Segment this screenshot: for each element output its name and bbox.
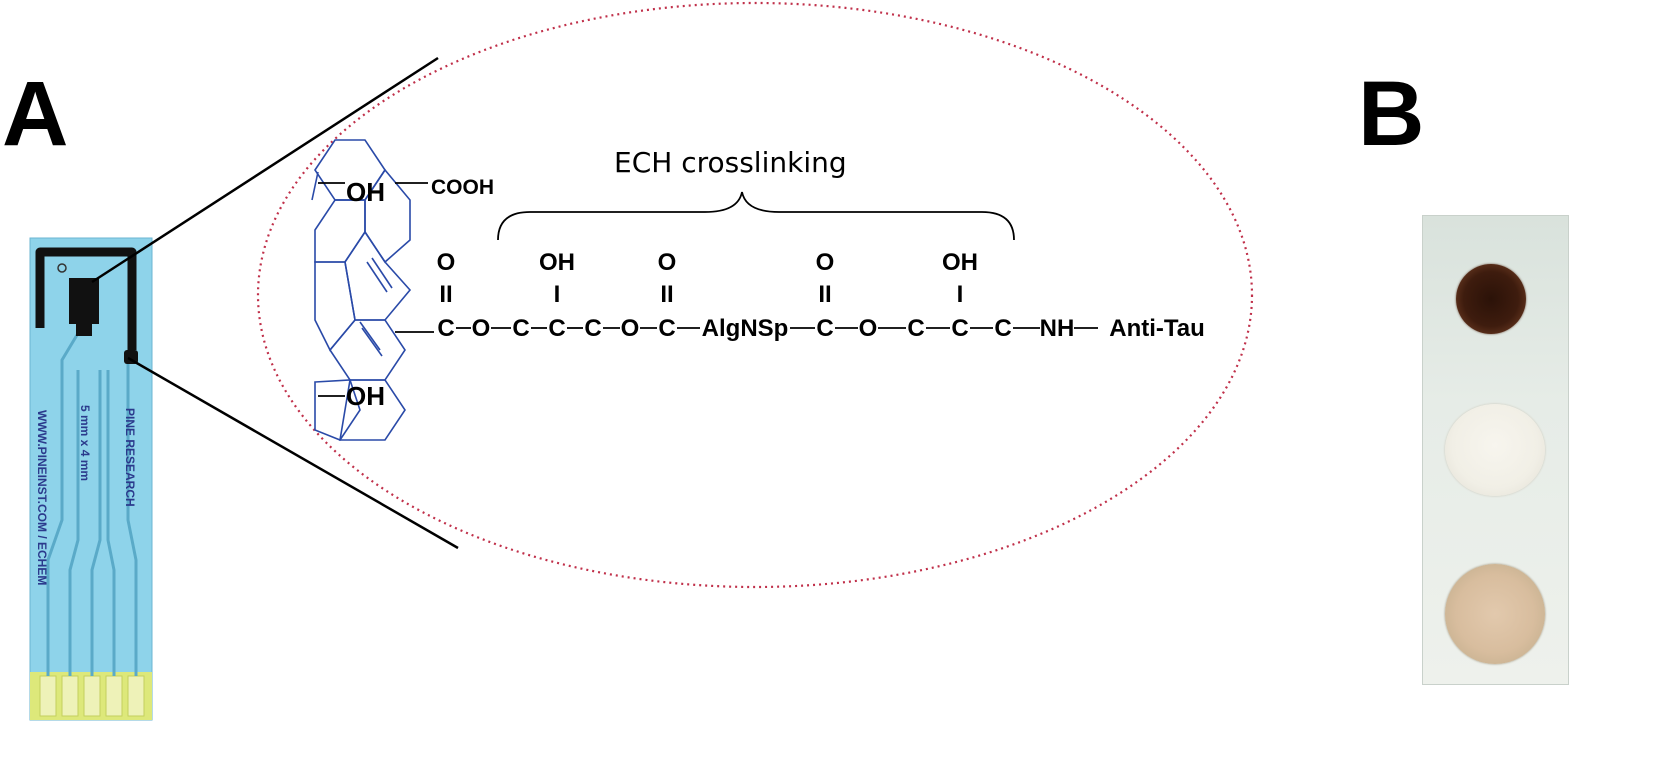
zoom-line-bottom (127, 356, 459, 550)
chain-atom-9: O (859, 315, 878, 342)
chain-atom-5: O (621, 315, 640, 342)
chain-atom-0: C (437, 315, 454, 342)
crosslink-bracket (497, 191, 1015, 241)
chain-bond-mark-11: I (957, 281, 964, 308)
chain-atom-14: Anti-Tau (1109, 315, 1205, 342)
chain-substituent-3: OH (539, 249, 575, 276)
chain-atom-7: AlgNSp (702, 315, 789, 342)
photo-panel-b (1422, 215, 1569, 685)
carboxyl-group: COOH (431, 176, 494, 199)
chain-atom-10: C (907, 315, 924, 342)
disc-clear (1445, 404, 1545, 496)
chain-atom-3: C (548, 315, 565, 342)
chain-atom-4: C (584, 315, 601, 342)
chain-substituent-6: O (658, 249, 677, 276)
zoom-ellipse (256, 1, 1254, 589)
chain-atom-6: C (658, 315, 675, 342)
crosslink-label: ECH crosslinking (614, 146, 847, 179)
chain-substituent-11: OH (942, 249, 978, 276)
chain-bond-mark-8: II (818, 281, 831, 308)
working-electrode (69, 278, 99, 324)
chain-atom-2: C (512, 315, 529, 342)
chain-atom-1: O (472, 315, 491, 342)
strip-text-website: WWW.PINEINST.COM / ECHEM (35, 410, 49, 585)
chain-bond-mark-6: II (660, 281, 673, 308)
counter-electrode (35, 247, 137, 350)
chain-atom-8: C (816, 315, 833, 342)
panel-label-b: B (1358, 63, 1424, 165)
hydroxyl-top: OH (346, 177, 385, 207)
chain-atom-11: C (951, 315, 968, 342)
chain-atom-12: C (994, 315, 1011, 342)
electrode-contact-pads (39, 675, 145, 717)
chain-substituent-8: O (816, 249, 835, 276)
electrode-traces (46, 329, 138, 676)
chain-bond-mark-0: II (439, 281, 452, 308)
chain-bond-mark-3: I (554, 281, 561, 308)
strip-text-brand: PINE RESEARCH (123, 408, 137, 507)
chain-substituent-0: O (437, 249, 456, 276)
panel-label-a: A (2, 63, 68, 165)
hydroxyl-bottom: OH (346, 381, 385, 411)
chain-atom-13: NH (1040, 315, 1075, 342)
screen-printed-electrode: WWW.PINEINST.COM / ECHEM 5 mm x 4 mm PIN… (29, 237, 153, 721)
disc-dark (1456, 264, 1526, 334)
strip-text-size: 5 mm x 4 mm (78, 405, 92, 481)
graphene-lattice (311, 139, 412, 441)
disc-tan (1445, 564, 1545, 664)
zoom-line-top (91, 56, 439, 284)
